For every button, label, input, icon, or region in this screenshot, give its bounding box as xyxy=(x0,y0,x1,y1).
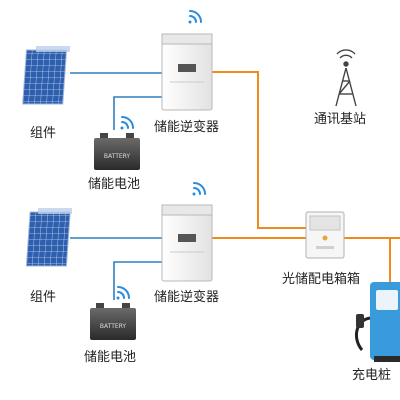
battery-caption-bottom: 储能电池 xyxy=(84,350,137,365)
dc-lines xyxy=(70,72,162,300)
inverter-label-bottom: 储能逆变器 xyxy=(154,290,220,305)
tower-label: 通讯基站 xyxy=(314,112,367,127)
distribution-box-icon xyxy=(305,211,345,259)
battery-icon: BATTERY xyxy=(90,303,136,340)
inverter-label-top: 储能逆变器 xyxy=(154,120,220,135)
battery-label: BATTERY xyxy=(100,323,127,330)
inverter-box-line-top xyxy=(212,71,306,229)
inverter-icon xyxy=(161,204,213,282)
battery-label: BATTERY xyxy=(104,153,131,160)
solar-panel-icon xyxy=(25,208,72,267)
charger-label: 充电桩 xyxy=(352,368,392,383)
panel-label-top: 组件 xyxy=(30,126,57,141)
inverter-icon xyxy=(161,33,213,111)
battery-caption-top: 储能电池 xyxy=(88,177,141,192)
combiner-box-label: 光储配电箱箱 xyxy=(282,272,361,287)
panel-label-bottom: 组件 xyxy=(30,290,57,305)
battery-inverter-line-bottom xyxy=(113,261,162,300)
ac-lines xyxy=(212,71,400,282)
wifi-icon xyxy=(188,10,202,24)
solar-panel-icon xyxy=(22,46,70,105)
wifi-icon xyxy=(120,116,134,130)
wifi-icon xyxy=(116,286,130,300)
battery-icon: BATTERY xyxy=(94,133,140,170)
battery-inverter-line-top xyxy=(113,96,162,130)
tower-icon xyxy=(335,49,357,107)
wifi-icon xyxy=(192,182,206,196)
ev-charger-icon xyxy=(354,282,400,362)
